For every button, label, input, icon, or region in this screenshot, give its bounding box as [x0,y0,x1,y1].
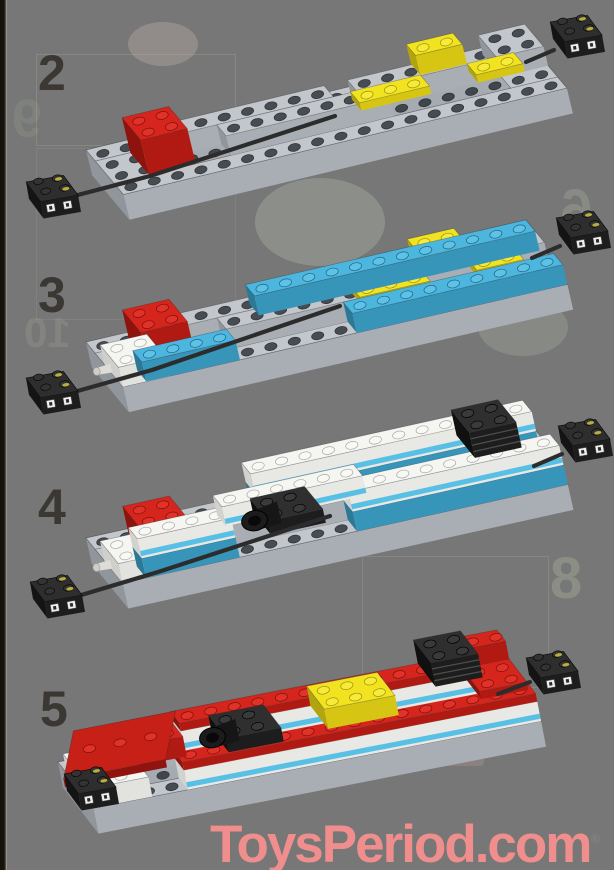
step-4-number: 4 [38,479,66,535]
wire-connector-brick [557,415,614,465]
registered-mark: ® [590,831,600,847]
ghost-blob [128,22,198,66]
wire-connector-brick [29,571,86,621]
binding-edge [0,0,7,870]
wire-connector-brick [25,171,82,221]
wire-connector-brick [25,367,82,417]
connector-wire [495,679,533,697]
watermark: ToysPeriod.com® [210,814,600,870]
ghost-blob [255,178,385,266]
connector-wire [531,451,565,469]
wire-connector-brick [555,207,612,257]
connector-wire [71,113,338,199]
step-2-number: 2 [38,45,66,101]
step-3-illustration [85,219,574,413]
connector-wire [75,513,333,599]
connector-wire [523,47,557,65]
watermark-text: ToysPeriod.com [210,815,592,870]
connector-wire [71,303,343,395]
step-5-number: 5 [40,681,68,737]
connector-wire [529,243,563,261]
wire-connector-brick [525,647,582,697]
step-3-number: 3 [38,267,66,323]
step-4-illustration [85,399,574,609]
wire-connector-brick [549,11,606,61]
step-5-illustration [57,629,547,834]
